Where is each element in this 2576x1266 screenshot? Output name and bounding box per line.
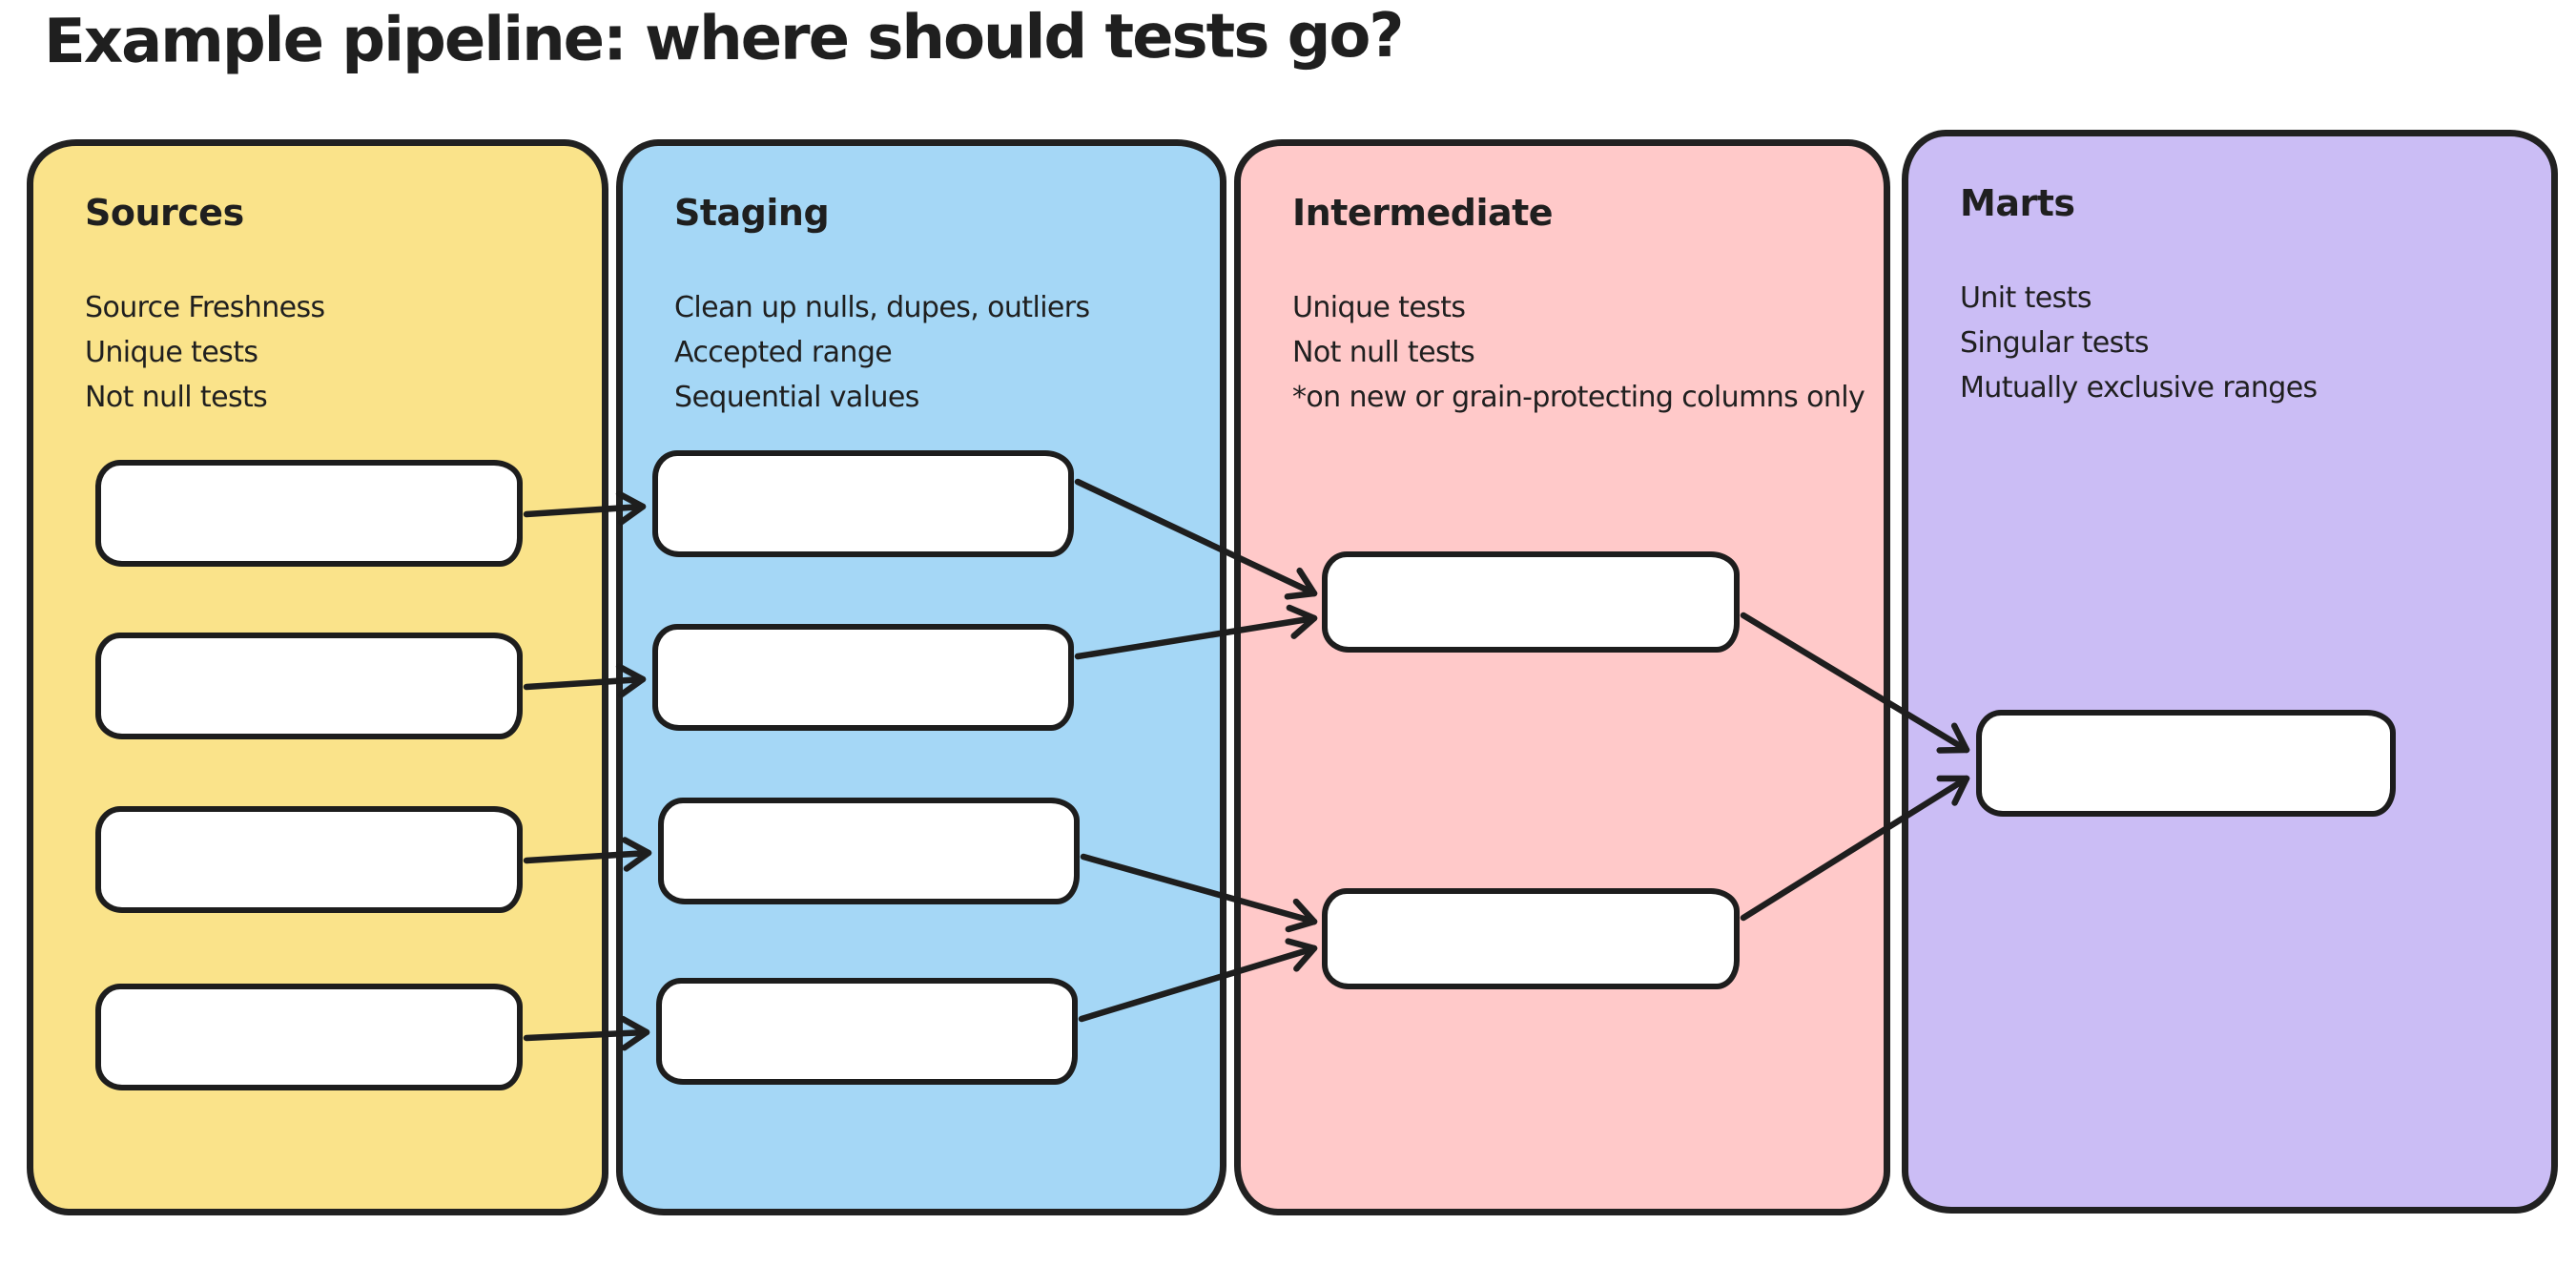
- diagram-title: Example pipeline: where should tests go?: [43, 0, 1403, 78]
- note-line: Sequential values: [674, 381, 919, 414]
- column-staging-title: Staging: [674, 192, 830, 234]
- column-intermediate: Intermediate Unique tests Not null tests…: [1234, 139, 1890, 1215]
- note-line: *on new or grain-protecting columns only: [1292, 381, 1865, 414]
- pipeline-node-stg-2: [652, 624, 1074, 731]
- note-line: Unique tests: [1292, 291, 1466, 324]
- note-line: Source Freshness: [85, 291, 325, 324]
- pipeline-node-src-1: [95, 460, 523, 567]
- note-line: Singular tests: [1960, 326, 2149, 360]
- column-intermediate-notes: Unique tests Not null tests *on new or g…: [1292, 285, 1865, 420]
- pipeline-node-mrt-1: [1976, 710, 2396, 817]
- column-intermediate-title: Intermediate: [1292, 192, 1554, 234]
- column-sources-notes: Source Freshness Unique tests Not null t…: [85, 285, 564, 420]
- pipeline-node-int-2: [1322, 888, 1740, 989]
- pipeline-node-stg-4: [656, 978, 1078, 1085]
- column-sources-title: Sources: [85, 192, 244, 234]
- note-line: Mutually exclusive ranges: [1960, 371, 2318, 405]
- column-staging-notes: Clean up nulls, dupes, outliers Accepted…: [674, 285, 1182, 420]
- pipeline-node-src-2: [95, 633, 523, 739]
- note-line: Not null tests: [1292, 336, 1475, 369]
- pipeline-node-stg-1: [652, 450, 1074, 557]
- column-marts-title: Marts: [1960, 182, 2075, 224]
- note-line: Unit tests: [1960, 281, 2092, 315]
- note-line: Unique tests: [85, 336, 258, 369]
- pipeline-node-src-3: [95, 806, 523, 913]
- column-marts-notes: Unit tests Singular tests Mutually exclu…: [1960, 276, 2513, 410]
- note-line: Accepted range: [674, 336, 893, 369]
- pipeline-node-src-4: [95, 984, 523, 1090]
- pipeline-node-int-1: [1322, 551, 1740, 653]
- note-line: Clean up nulls, dupes, outliers: [674, 291, 1090, 324]
- column-marts: Marts Unit tests Singular tests Mutually…: [1902, 130, 2558, 1214]
- note-line: Not null tests: [85, 381, 268, 414]
- pipeline-node-stg-3: [658, 798, 1080, 904]
